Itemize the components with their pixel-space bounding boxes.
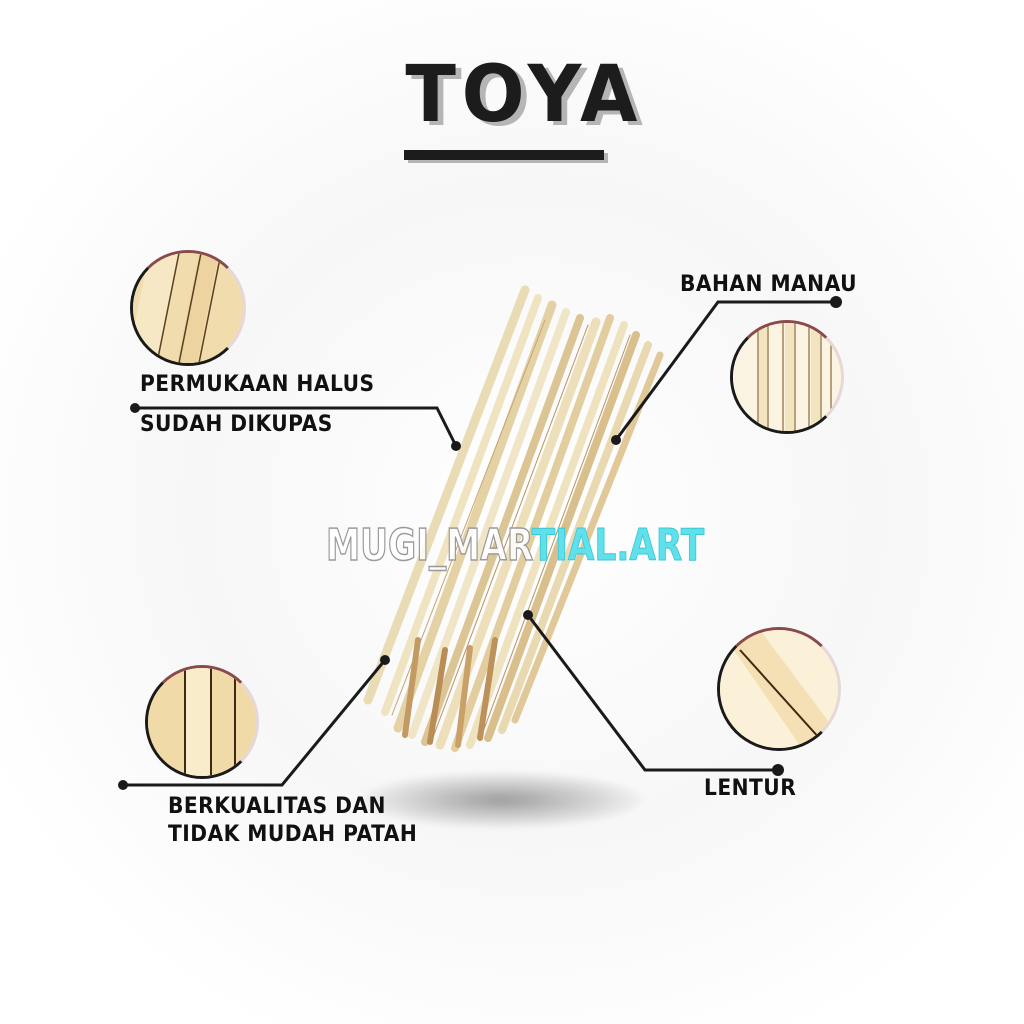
feature-text: BAHAN MANAU	[680, 272, 857, 297]
feature-text: SUDAH DIKUPAS	[140, 412, 333, 437]
watermark-part2: TIAL.ART	[531, 520, 705, 571]
feature-label-permukaan-2: SUDAH DIKUPAS	[140, 412, 333, 438]
detail-circle-lentur	[717, 627, 841, 751]
detail-circle-permukaan	[130, 250, 246, 366]
product-shadow	[362, 772, 642, 828]
feature-label-permukaan: PERMUKAAN HALUS	[140, 372, 375, 398]
watermark-part1: MUGI_MAR	[325, 520, 532, 571]
feature-text: TIDAK MUDAH PATAH	[168, 822, 418, 847]
feature-label-lentur: LENTUR	[704, 776, 796, 802]
feature-label-bahan: BAHAN MANAU	[680, 272, 857, 298]
feature-text: PERMUKAAN HALUS	[140, 372, 375, 397]
feature-label-berkualitas: BERKUALITAS DAN TIDAK MUDAH PATAH	[168, 793, 417, 849]
watermark: MUGI_MARTIAL.ART	[325, 523, 704, 569]
detail-circle-berkualitas	[145, 665, 259, 779]
feature-text: BERKUALITAS DAN	[168, 794, 386, 819]
title-underline	[404, 150, 604, 160]
feature-text: LENTUR	[704, 776, 797, 801]
product-title: TOYA	[405, 50, 643, 140]
detail-circle-bahan	[730, 320, 844, 434]
